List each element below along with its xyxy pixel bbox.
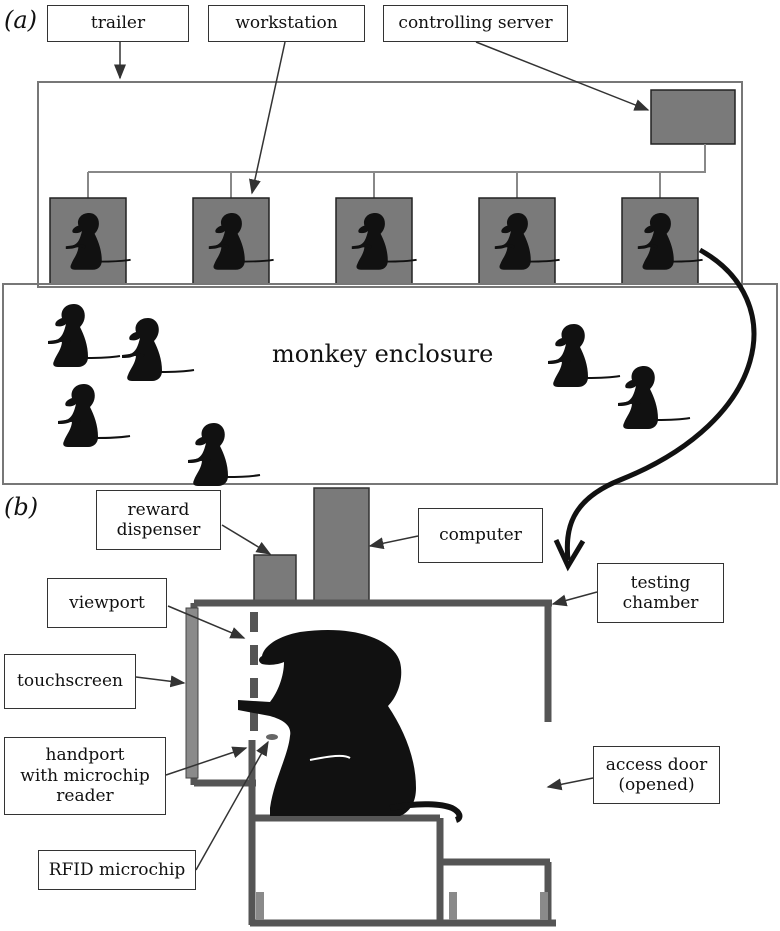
workstation-label: workstation [208, 5, 365, 42]
access-door-arrow [546, 777, 594, 791]
test-monkey [238, 630, 463, 823]
controlling-server-box [650, 89, 736, 145]
network-line [88, 144, 706, 173]
testing-chamber-label: testing chamber [597, 563, 724, 623]
touchscreen-label: touchscreen [4, 654, 136, 709]
viewport-slits [250, 612, 258, 731]
workstation-5 [621, 197, 704, 285]
rfid-arrow [195, 740, 269, 871]
computer-tower [313, 487, 370, 602]
workstation-to-chamber-arrowhead [553, 538, 586, 572]
rfid-chip-mark [266, 734, 278, 740]
workstation-to-chamber-arrow [564, 247, 757, 561]
reward-dispenser-label: reward dispenser [96, 490, 221, 550]
reward-dispenser-device [253, 554, 297, 602]
feet [256, 892, 548, 920]
panel-b-letter: (b) [4, 493, 39, 521]
enclosure-monkey-3 [56, 382, 132, 449]
workstation-2 [192, 197, 275, 285]
enclosure-label: monkey enclosure [272, 340, 494, 368]
workstation-arrow [249, 41, 286, 195]
enclosure-monkey-4 [186, 421, 262, 488]
workstation-1 [49, 197, 132, 285]
access-door-label: access door (opened) [593, 746, 720, 804]
controlling-server-arrow [475, 41, 650, 111]
panel-a-letter: (a) [4, 6, 38, 34]
controlling-server-label: controlling server [383, 5, 568, 42]
enclosure-monkey-6 [616, 364, 692, 431]
handport-label: handport with microchip reader [4, 737, 166, 815]
enclosure-monkey-2 [120, 316, 196, 383]
touchscreen-panel [185, 607, 199, 779]
trailer-outline [37, 81, 743, 288]
viewport-label: viewport [47, 578, 167, 628]
workstation-3 [335, 197, 418, 285]
workstation-4 [478, 197, 561, 285]
touchscreen-arrow [135, 675, 186, 688]
trailer-label: trailer [47, 5, 189, 42]
viewport-arrow [167, 605, 246, 639]
computer-arrow [368, 535, 419, 550]
reward-dispenser-arrow [221, 524, 272, 555]
handport-arrow [165, 746, 248, 776]
testing-chamber-arrow [551, 591, 598, 607]
enclosure-monkey-1 [46, 302, 122, 369]
enclosure-monkey-5 [546, 322, 622, 389]
monkey-enclosure [2, 283, 778, 485]
rfid-microchip-label: RFID microchip [38, 850, 196, 890]
computer-label: computer [418, 508, 543, 563]
